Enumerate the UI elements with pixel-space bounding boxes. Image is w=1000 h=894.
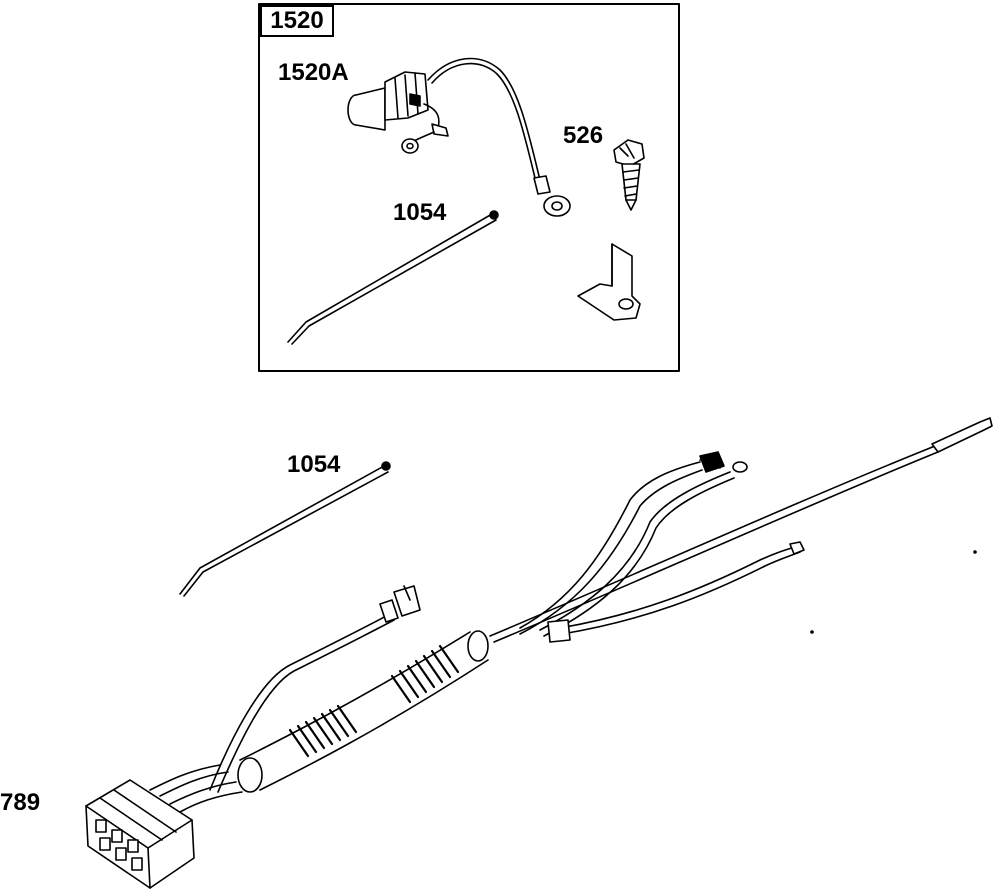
cable-tie-inset [287, 210, 499, 345]
kit-frame [258, 3, 680, 372]
wire-harness [85, 417, 993, 889]
marker-dot [973, 550, 977, 554]
screw [613, 139, 645, 211]
callout-1520a: 1520A [278, 59, 349, 86]
callout-789: 789 [0, 789, 41, 816]
switch-assembly [347, 57, 571, 217]
callout-1054-inset: 1054 [393, 199, 447, 226]
kit-label: 1520 [260, 5, 334, 37]
mounting-bracket [577, 243, 641, 321]
cable-tie-main [179, 461, 391, 597]
callout-526: 526 [563, 122, 604, 149]
callout-1054-main: 1054 [287, 451, 341, 478]
marker-dot [810, 630, 814, 634]
